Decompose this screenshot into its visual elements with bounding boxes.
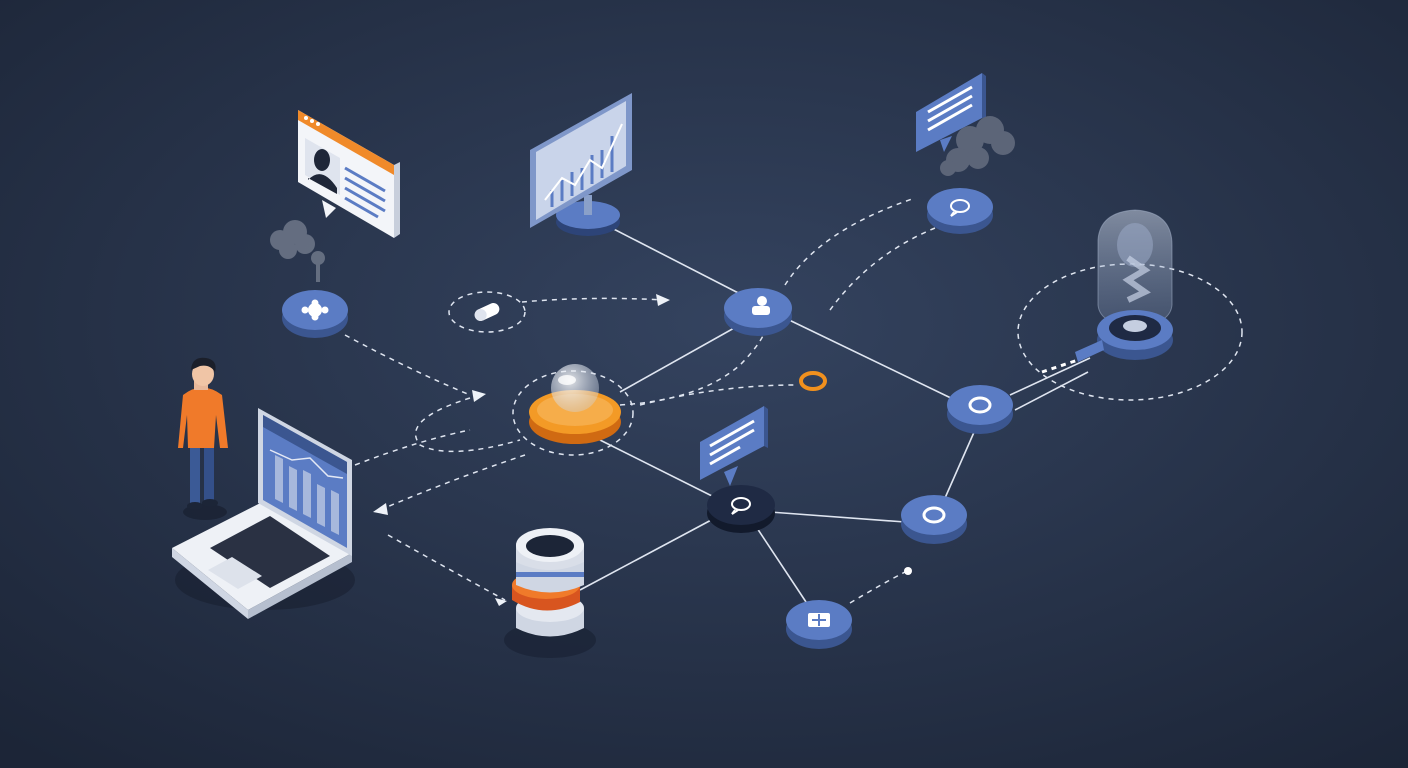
dark-chat-node[interactable] (707, 485, 775, 533)
small-orange-ring[interactable] (799, 371, 827, 391)
dash-gear-to-orange (344, 334, 471, 396)
ring-node-lower[interactable] (901, 495, 967, 544)
dash-bulb-ring (1017, 263, 1243, 401)
smoke-cloud-left (270, 220, 325, 282)
dash-doc-to-dot (849, 571, 906, 604)
user-icon (752, 296, 770, 315)
laptop-dashboard-icon (172, 408, 355, 619)
link-hub-ring (784, 317, 956, 401)
link-ring-bulb (1009, 357, 1091, 396)
dash-orange-small-ring (639, 384, 796, 406)
connection-lines (579, 221, 1091, 606)
endpoint-dot (904, 567, 912, 575)
chat-node[interactable] (927, 188, 993, 234)
link-orange-dark (599, 439, 721, 501)
arrow-to-laptop (373, 503, 388, 515)
link-db-dark (579, 517, 716, 591)
pill-icon (474, 303, 500, 321)
pill-node[interactable] (473, 301, 502, 323)
dash-laptop-upper (354, 429, 471, 466)
orange-core-node[interactable] (529, 364, 621, 444)
link-ring-bulb-2 (1014, 371, 1089, 411)
message-bubble-icon-middle (700, 406, 768, 486)
link-dark-doc (754, 524, 809, 606)
arrow-to-hub (656, 294, 670, 306)
dashed-paths (344, 197, 1243, 604)
dash-orange-loop (414, 397, 521, 453)
ring-icon (968, 396, 992, 414)
link-ring2-ring (944, 429, 976, 499)
gear-icon (301, 299, 329, 321)
dash-bulb-connector (1041, 358, 1079, 374)
line-chart-monitor-icon (530, 93, 632, 236)
arrowheads (373, 294, 670, 606)
dash-hub-to-chat (784, 197, 916, 286)
document-icon (808, 613, 830, 627)
smoke-cloud-right (940, 116, 1015, 176)
arrow-to-db (495, 598, 507, 606)
arrow-to-orange (472, 390, 486, 402)
idea-lightbulb-icon (1075, 209, 1173, 362)
ring-icon (922, 506, 946, 524)
link-orange-hub (619, 317, 753, 393)
database-stack-icon (504, 528, 596, 658)
chat-icon (950, 199, 970, 217)
link-chart-hub (599, 221, 753, 301)
dash-hub-curve (619, 321, 769, 406)
document-node[interactable] (786, 600, 852, 649)
dash-pill-ring (448, 291, 526, 333)
glass-sphere-icon (551, 364, 599, 412)
link-dark-ring2 (769, 511, 906, 523)
message-bubble-icon (916, 73, 986, 152)
user-hub-node[interactable] (724, 288, 792, 336)
chat-icon (731, 497, 751, 515)
person-figure (178, 357, 228, 520)
ring-node-right[interactable] (947, 385, 1013, 434)
profile-card-icon (298, 110, 400, 238)
gear-node[interactable] (282, 290, 348, 338)
